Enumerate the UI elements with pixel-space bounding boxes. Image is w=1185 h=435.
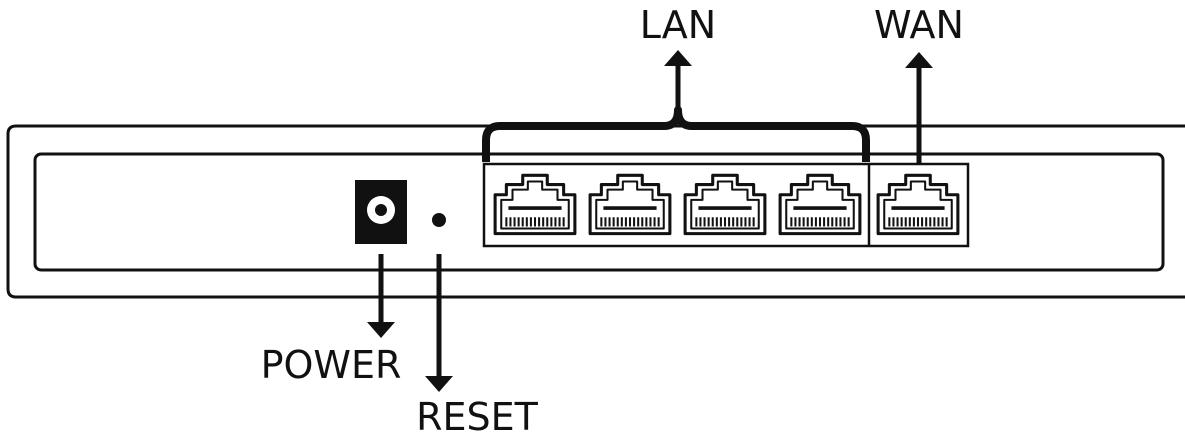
- power-label: POWER: [261, 343, 402, 387]
- wan-label: WAN: [874, 3, 964, 47]
- lan-label: LAN: [640, 3, 716, 47]
- reset-arrow-head: [425, 376, 453, 392]
- router-inner-panel: [33, 152, 1165, 272]
- router-outer-chassis: [6, 124, 1185, 299]
- lan-port-3: [683, 173, 767, 236]
- reset-label: RESET: [416, 395, 539, 435]
- wan-arrow-head: [905, 52, 933, 68]
- power-jack: [355, 180, 407, 244]
- reset-hole: [432, 213, 446, 227]
- lan-arrow-head: [664, 50, 692, 66]
- lan-port-2: [588, 173, 672, 236]
- lan-port-1: [493, 173, 577, 236]
- lan-port-4: [778, 173, 862, 236]
- port-block-outline: [482, 162, 970, 248]
- power-arrow-head: [367, 322, 395, 338]
- wan-port: [876, 173, 960, 236]
